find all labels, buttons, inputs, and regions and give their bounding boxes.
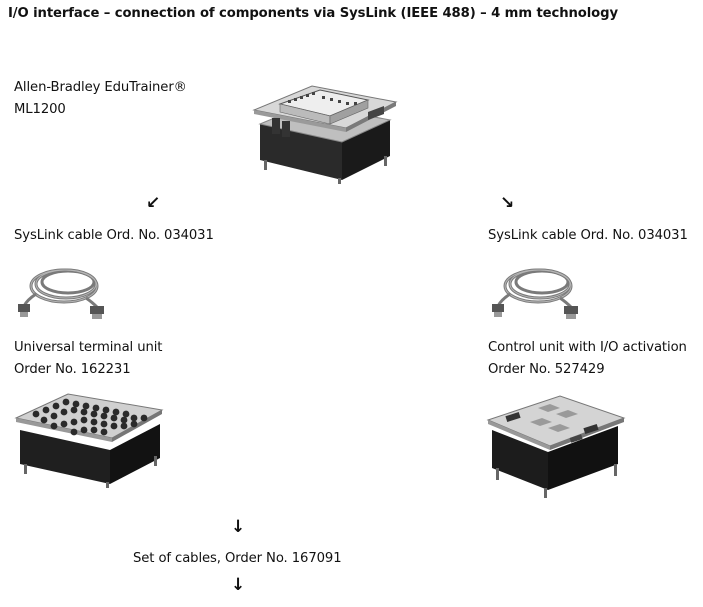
plc-model: ML1200 bbox=[14, 102, 66, 117]
control-unit-name: Control unit with I/O activation bbox=[488, 340, 687, 355]
plc-edutrainer-image bbox=[250, 72, 398, 186]
plc-name: Allen-Bradley EduTrainer® bbox=[14, 80, 187, 95]
control-unit-image bbox=[486, 386, 626, 504]
page-title: I/O interface – connection of components… bbox=[8, 6, 618, 21]
syslink-cable-right-label: SysLink cable Ord. No. 034031 bbox=[488, 228, 688, 243]
arrow-down-icon-top: ↓ bbox=[231, 517, 246, 537]
syslink-cable-left-image bbox=[16, 258, 106, 322]
arrow-down-left-icon: ↙ bbox=[146, 193, 161, 213]
syslink-cable-right-image bbox=[490, 258, 580, 322]
terminal-unit-name: Universal terminal unit bbox=[14, 340, 163, 355]
syslink-cable-left-label: SysLink cable Ord. No. 034031 bbox=[14, 228, 214, 243]
control-unit-order: Order No. 527429 bbox=[488, 362, 605, 377]
arrow-down-right-icon: ↘ bbox=[500, 193, 515, 213]
terminal-unit-image bbox=[14, 388, 164, 488]
cable-set-label: Set of cables, Order No. 167091 bbox=[133, 551, 342, 566]
arrow-down-icon-bottom: ↓ bbox=[231, 575, 246, 595]
terminal-unit-order: Order No. 162231 bbox=[14, 362, 131, 377]
